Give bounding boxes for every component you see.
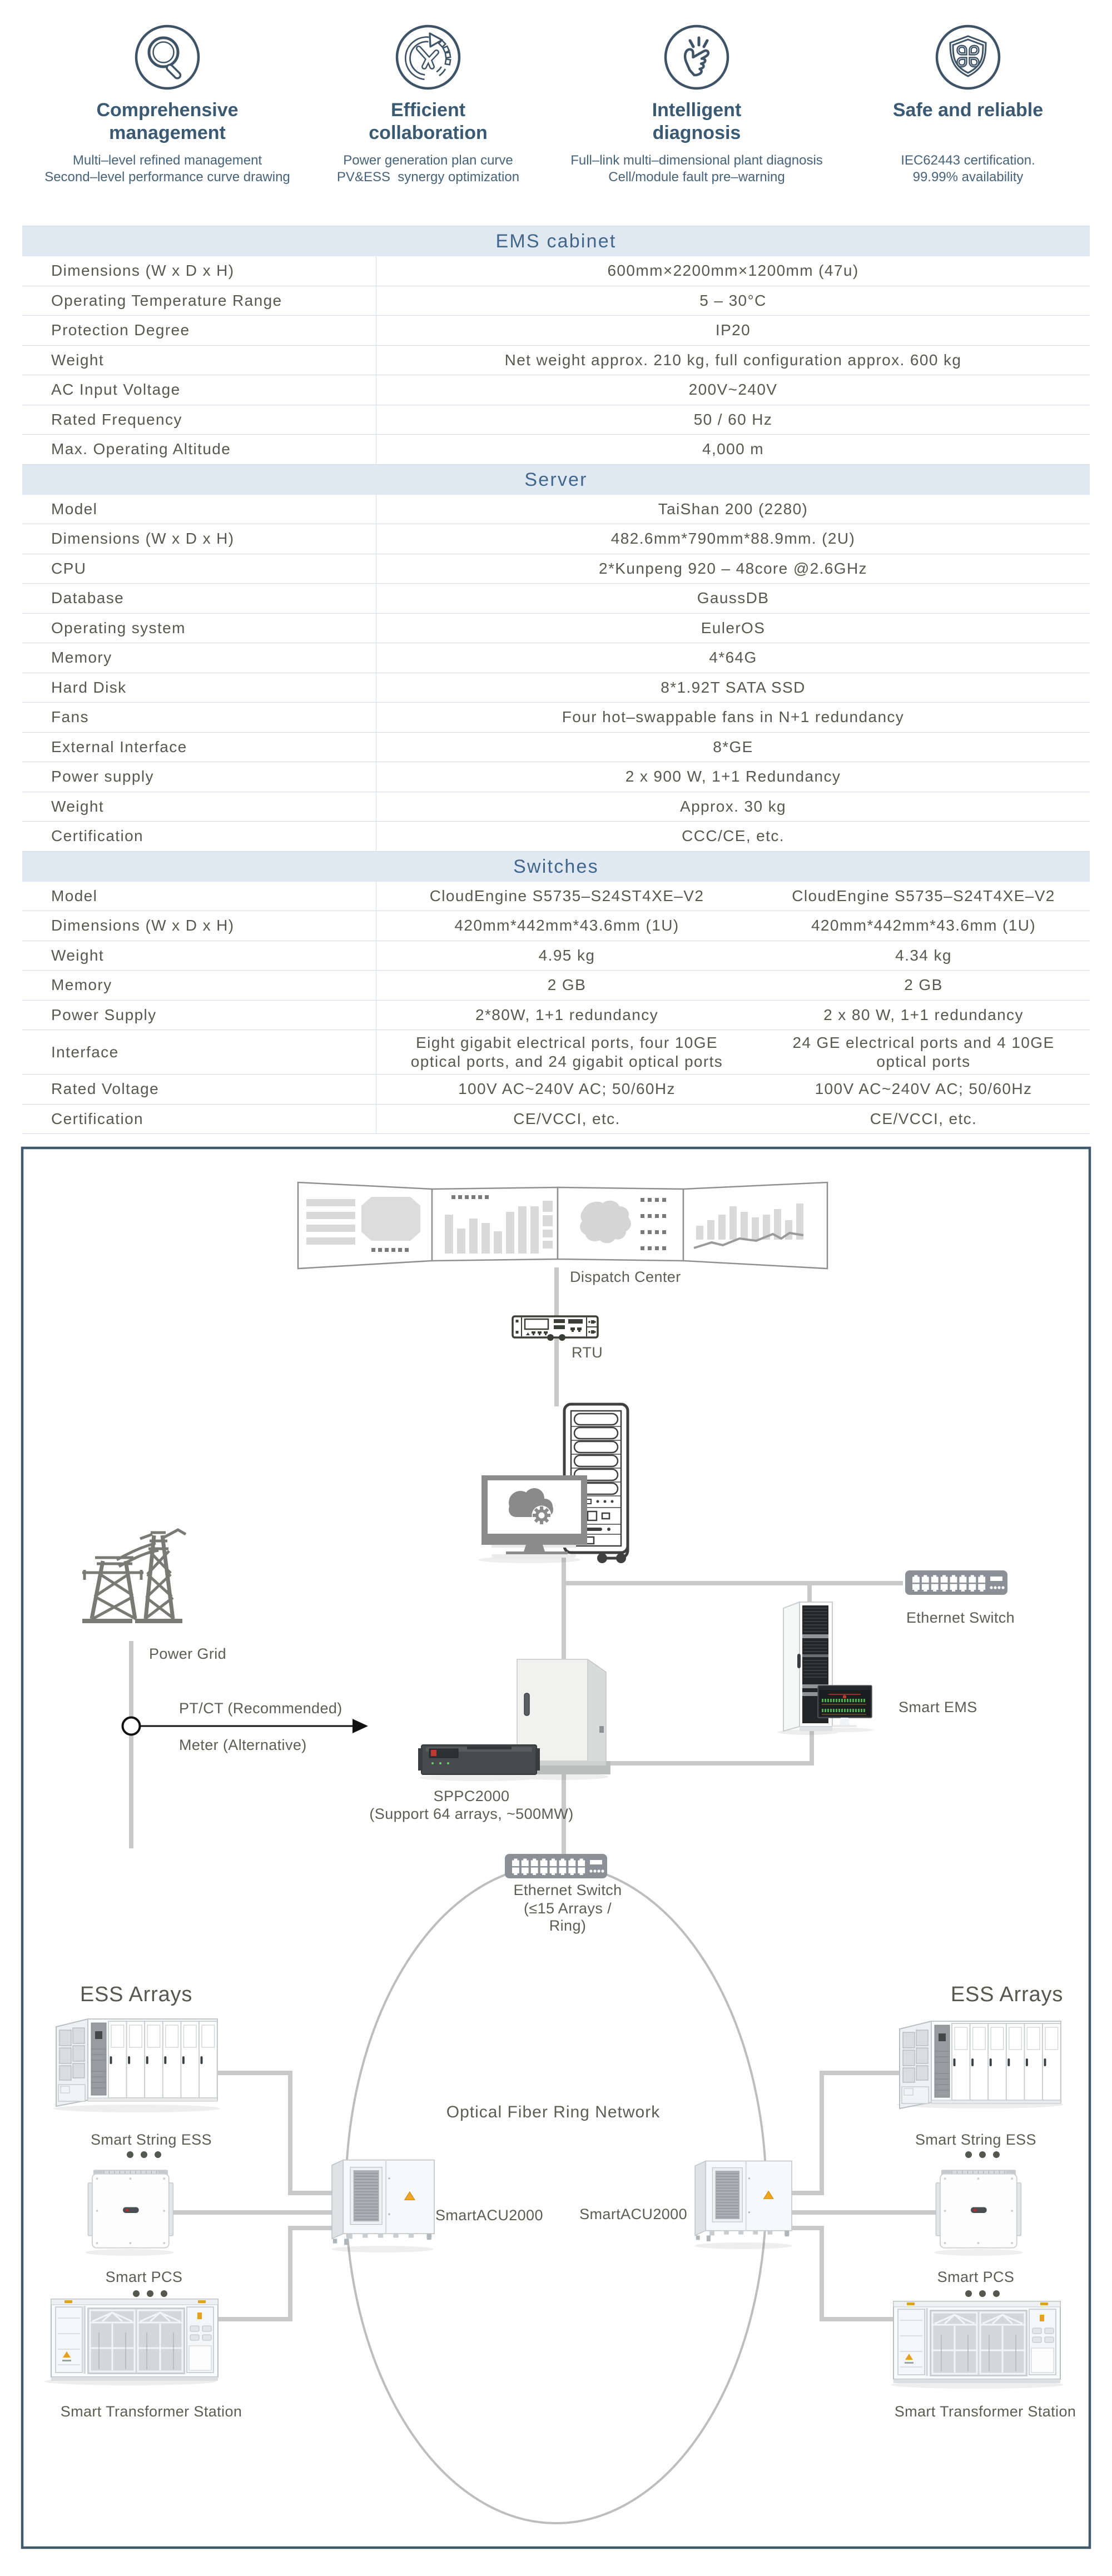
svg-text:Ring): Ring) (549, 1917, 587, 1934)
svg-text:ESS Arrays: ESS Arrays (80, 1983, 192, 2006)
svg-text:PT/CT (Recommended): PT/CT (Recommended) (179, 1700, 342, 1717)
svg-text:(Support 64 arrays, ~500MW): (Support 64 arrays, ~500MW) (369, 1806, 573, 1822)
svg-text:Ethernet Switch: Ethernet Switch (906, 1609, 1015, 1626)
svg-text:Smart PCS: Smart PCS (937, 2269, 1015, 2285)
svg-text:ESS Arrays: ESS Arrays (951, 1983, 1063, 2006)
svg-text:Smart PCS: Smart PCS (106, 2269, 183, 2285)
svg-text:Smart Transformer Station: Smart Transformer Station (895, 2403, 1076, 2420)
svg-text:(≤15 Arrays /: (≤15 Arrays / (524, 1900, 612, 1917)
svg-text:Smart Transformer Station: Smart Transformer Station (61, 2403, 242, 2420)
svg-text:Dispatch Center: Dispatch Center (570, 1269, 681, 1285)
svg-text:SPPC2000: SPPC2000 (434, 1788, 510, 1804)
svg-text:SmartACU2000: SmartACU2000 (579, 2206, 687, 2222)
svg-text:Smart String ESS: Smart String ESS (915, 2131, 1036, 2148)
svg-text:RTU: RTU (572, 1344, 603, 1361)
svg-text:SmartACU2000: SmartACU2000 (435, 2207, 543, 2224)
svg-text:Smart EMS: Smart EMS (898, 1699, 977, 1715)
svg-text:Power Grid: Power Grid (149, 1645, 226, 1662)
svg-text:Smart String ESS: Smart String ESS (91, 2131, 212, 2148)
svg-text:Optical Fiber Ring Network: Optical Fiber Ring Network (446, 2103, 660, 2121)
svg-text:Ethernet Switch: Ethernet Switch (513, 1882, 622, 1898)
svg-text:Meter (Alternative): Meter (Alternative) (179, 1737, 307, 1753)
